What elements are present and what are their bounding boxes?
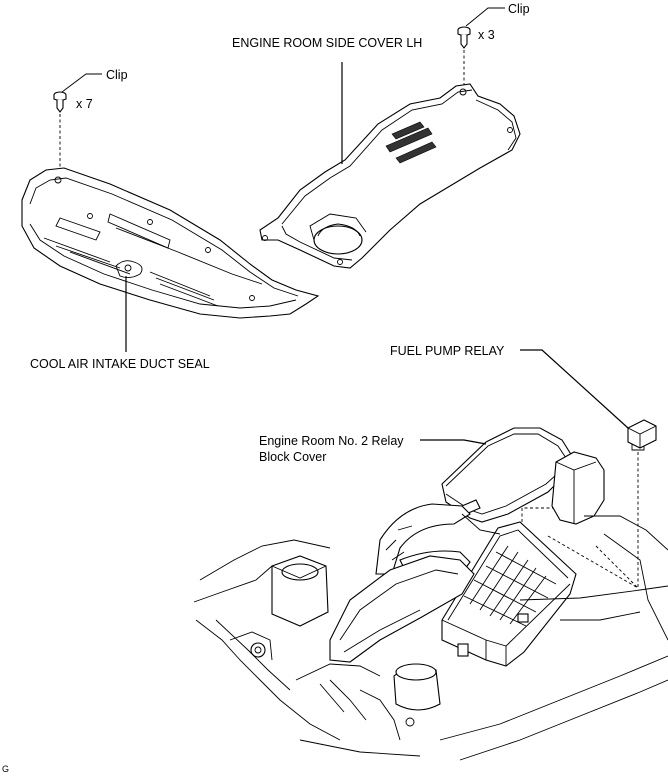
clip-left-label: Clip bbox=[106, 68, 128, 82]
clip-right-quantity: x 3 bbox=[478, 28, 495, 42]
corner-mark: G bbox=[2, 764, 10, 774]
engine-bay bbox=[193, 451, 668, 761]
relay-cover-leader bbox=[420, 439, 487, 445]
duct-seal-label: COOL AIR INTAKE DUCT SEAL bbox=[30, 357, 210, 371]
clip-right-leader bbox=[465, 7, 505, 27]
engine-room-relay-block bbox=[441, 521, 577, 667]
clip-right-icon bbox=[457, 26, 471, 49]
fuel-pump-relay-label: FUEL PUMP RELAY bbox=[390, 344, 505, 358]
fuel-pump-relay-leader bbox=[520, 349, 629, 429]
clip-right-label: Clip bbox=[508, 2, 530, 16]
cool-air-intake-duct-seal bbox=[21, 167, 320, 319]
engine-room-side-cover bbox=[259, 83, 521, 269]
relay-cover-label-line2: Block Cover bbox=[259, 450, 327, 464]
relay-cover-label-line1: Engine Room No. 2 Relay bbox=[259, 434, 404, 448]
clip-left-quantity: x 7 bbox=[76, 97, 93, 111]
fuel-pump-relay bbox=[627, 419, 657, 451]
relay-install-guides bbox=[521, 507, 639, 589]
clip-left-leader bbox=[61, 73, 102, 93]
clip-left-icon bbox=[53, 91, 67, 113]
side-cover-label: ENGINE ROOM SIDE COVER LH bbox=[232, 36, 423, 50]
